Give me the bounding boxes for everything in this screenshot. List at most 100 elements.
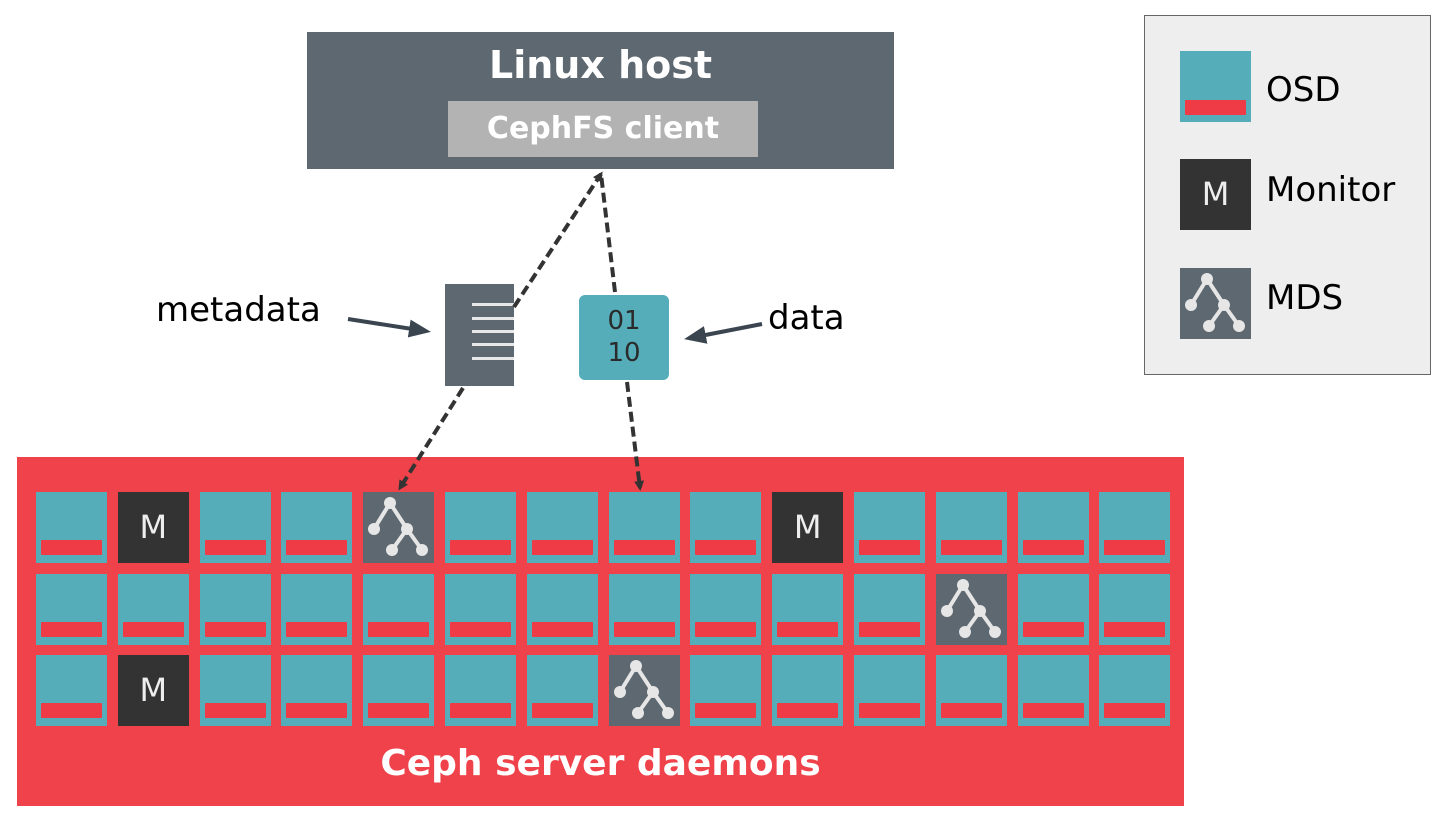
osd-bar	[204, 621, 266, 637]
metadata-pointer-arrow	[347, 317, 431, 338]
osd-bar	[1022, 703, 1084, 718]
osd-daemon	[526, 573, 598, 645]
osd-daemon	[854, 573, 925, 645]
osd-bar	[1022, 540, 1084, 555]
metadata-document-icon	[445, 284, 514, 386]
osd-bar	[613, 540, 675, 555]
mds-tree-icon	[368, 497, 429, 556]
osd-daemon	[281, 573, 353, 645]
osd-bar	[777, 621, 839, 637]
osd-bar	[204, 540, 266, 555]
osd-bar	[368, 703, 430, 718]
osd-bar	[940, 540, 1002, 555]
osd-daemon	[1099, 573, 1171, 645]
osd-daemon	[445, 573, 516, 645]
mds-daemon	[935, 573, 1007, 645]
osd-daemon	[935, 655, 1007, 726]
osd-bar	[531, 621, 593, 637]
data-block: 01 10	[579, 295, 669, 380]
osd-bar	[450, 703, 511, 718]
osd-bar	[286, 540, 348, 555]
data-block-line2: 10	[607, 338, 641, 368]
mds-tree-icon	[940, 578, 1001, 638]
legend-osd-label: OSD	[1266, 70, 1341, 110]
osd-bar	[1104, 540, 1166, 555]
osd-bar	[859, 703, 920, 718]
osd-bar	[613, 621, 675, 637]
osd-bar	[450, 621, 511, 637]
osd-daemon	[1099, 655, 1171, 726]
osd-bar	[450, 540, 511, 555]
osd-daemon	[854, 655, 925, 726]
osd-daemon	[608, 573, 680, 645]
osd-bar	[859, 540, 920, 555]
osd-bar	[41, 703, 102, 718]
osd-bar	[695, 540, 757, 555]
osd-bar	[122, 621, 184, 637]
osd-daemon	[854, 492, 925, 563]
osd-daemon	[690, 655, 762, 726]
osd-daemon	[363, 655, 435, 726]
osd-bar	[940, 703, 1002, 718]
osd-daemon	[772, 573, 844, 645]
osd-bar	[859, 621, 920, 637]
osd-daemon	[36, 492, 107, 563]
legend-osd-icon	[1180, 51, 1251, 122]
legend-monitor-label: Monitor	[1266, 170, 1396, 210]
osd-daemon	[363, 573, 435, 645]
osd-daemon	[199, 573, 271, 645]
data-to-client-arrow	[599, 173, 617, 293]
osd-daemon	[526, 492, 598, 563]
osd-daemon	[935, 492, 1007, 563]
mds-tree-icon	[613, 660, 674, 719]
osd-daemon	[199, 492, 271, 563]
osd-daemon	[445, 492, 516, 563]
mds-tree-icon	[1185, 273, 1245, 332]
osd-daemon	[608, 492, 680, 563]
legend: OSD M Monitor MDS	[1144, 15, 1431, 375]
cephfs-client-box: CephFS client	[448, 101, 758, 157]
osd-bar	[286, 703, 348, 718]
monitor-daemon: M	[117, 655, 189, 726]
osd-daemon	[1017, 655, 1089, 726]
mds-daemon	[363, 492, 435, 563]
osd-bar	[1104, 703, 1166, 718]
osd-daemon	[281, 492, 353, 563]
osd-daemon	[526, 655, 598, 726]
osd-daemon	[445, 655, 516, 726]
legend-monitor-icon: M	[1180, 159, 1251, 230]
osd-daemon	[1017, 492, 1089, 563]
data-block-line1: 01	[607, 306, 641, 336]
osd-bar	[531, 703, 593, 718]
linux-host-box: Linux host CephFS client	[307, 32, 894, 169]
osd-daemon	[281, 655, 353, 726]
osd-bar	[695, 703, 757, 718]
osd-daemon	[117, 573, 189, 645]
legend-mds-label: MDS	[1266, 278, 1344, 318]
osd-daemon	[690, 573, 762, 645]
mds-daemon	[608, 655, 680, 726]
metadata-to-client-arrow	[512, 171, 603, 309]
osd-daemon	[772, 655, 844, 726]
osd-bar	[531, 540, 593, 555]
osd-bar	[204, 703, 266, 718]
monitor-daemon: M	[772, 492, 844, 563]
osd-daemon	[36, 655, 107, 726]
cluster-title: Ceph server daemons	[380, 743, 821, 784]
osd-bar	[777, 703, 839, 718]
data-label: data	[768, 298, 845, 338]
osd-bar	[41, 540, 102, 555]
osd-daemon	[36, 573, 107, 645]
osd-daemon	[199, 655, 271, 726]
osd-bar	[1022, 621, 1084, 637]
data-pointer-arrow	[684, 322, 763, 344]
osd-bar	[695, 621, 757, 637]
legend-mds-icon	[1180, 268, 1251, 339]
osd-bar	[1104, 621, 1166, 637]
osd-bar	[368, 621, 430, 637]
osd-daemon	[1017, 573, 1089, 645]
osd-bar	[286, 621, 348, 637]
osd-daemon	[1099, 492, 1171, 563]
osd-bar	[41, 621, 102, 637]
